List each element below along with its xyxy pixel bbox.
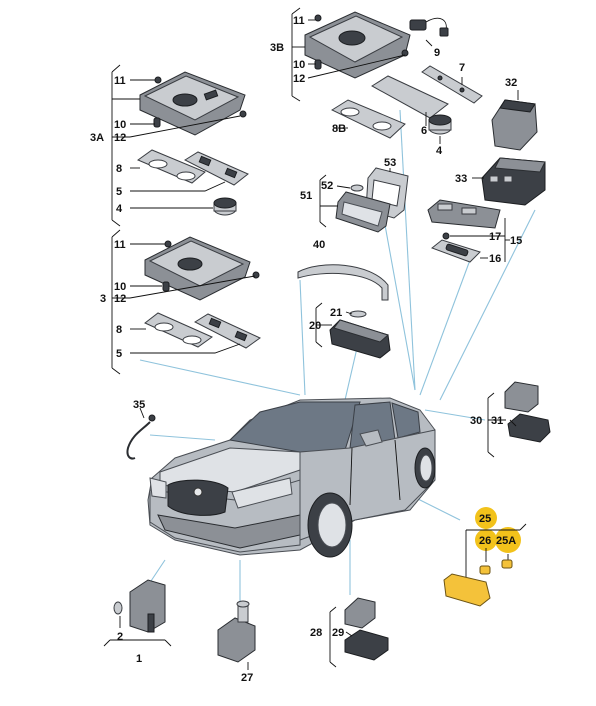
bracket-27	[217, 600, 256, 670]
label-33: 33	[455, 173, 467, 185]
label-52: 52	[321, 180, 333, 192]
highlight-25a	[495, 527, 521, 553]
label-10: 10	[293, 59, 305, 71]
switch-group-1	[103, 579, 172, 647]
label-10: 10	[114, 281, 126, 293]
label-40: 40	[313, 239, 325, 251]
label-11: 11	[114, 75, 126, 87]
label-28: 28	[310, 627, 322, 639]
label-17: 17	[489, 231, 501, 243]
console-3b-group	[291, 7, 483, 144]
label-7: 7	[459, 62, 465, 74]
label-32: 32	[505, 77, 517, 89]
module-32	[491, 90, 538, 151]
label-27: 27	[241, 672, 253, 684]
label-15: 15	[510, 235, 522, 247]
label-35: 35	[133, 399, 145, 411]
lamp-group-25	[443, 507, 527, 607]
part-labels: 11 10 12 3A 8 5 4 11 10 12 3 8 5 11 3B 1…	[90, 15, 522, 684]
highlight-26	[475, 529, 497, 551]
label-4: 4	[116, 203, 123, 215]
label-8b: 8B	[332, 123, 346, 135]
label-21: 21	[330, 307, 342, 319]
label-5: 5	[116, 348, 122, 360]
switch-group-28	[329, 597, 389, 668]
switch-block-33	[472, 157, 546, 206]
label-10: 10	[114, 119, 126, 131]
label-3a: 3A	[90, 132, 104, 144]
label-25: 25	[479, 513, 491, 525]
console-3-group	[111, 229, 261, 375]
label-29: 29	[332, 627, 344, 639]
label-3: 3	[100, 293, 106, 305]
label-4: 4	[436, 145, 443, 157]
label-3b: 3B	[270, 42, 284, 54]
highlight-25	[475, 507, 497, 529]
console-3a-group	[111, 64, 249, 227]
switch-group-15	[427, 199, 510, 263]
label-8: 8	[116, 163, 122, 175]
label-30: 30	[470, 415, 482, 427]
label-8: 8	[116, 324, 122, 336]
label-9: 9	[434, 47, 440, 59]
label-20: 20	[309, 320, 321, 332]
label-12: 12	[114, 293, 126, 305]
label-12: 12	[114, 132, 126, 144]
label-11: 11	[114, 239, 126, 251]
label-1: 1	[136, 653, 142, 665]
label-51: 51	[300, 190, 312, 202]
label-11: 11	[293, 15, 305, 27]
label-16: 16	[489, 253, 501, 265]
cable-35	[126, 407, 156, 460]
label-5: 5	[116, 186, 122, 198]
label-12: 12	[293, 73, 305, 85]
label-25a: 25A	[496, 535, 516, 547]
grab-handle-40	[297, 264, 389, 301]
switch-group-30	[487, 381, 551, 458]
label-26: 26	[479, 535, 491, 547]
lamp-group-20	[315, 302, 391, 359]
leader-lines	[139, 109, 536, 610]
label-6: 6	[421, 125, 427, 137]
label-2: 2	[117, 631, 123, 643]
car-body	[147, 397, 436, 558]
lamp-group-51	[319, 167, 409, 233]
label-53: 53	[384, 157, 396, 169]
label-31: 31	[491, 415, 503, 427]
